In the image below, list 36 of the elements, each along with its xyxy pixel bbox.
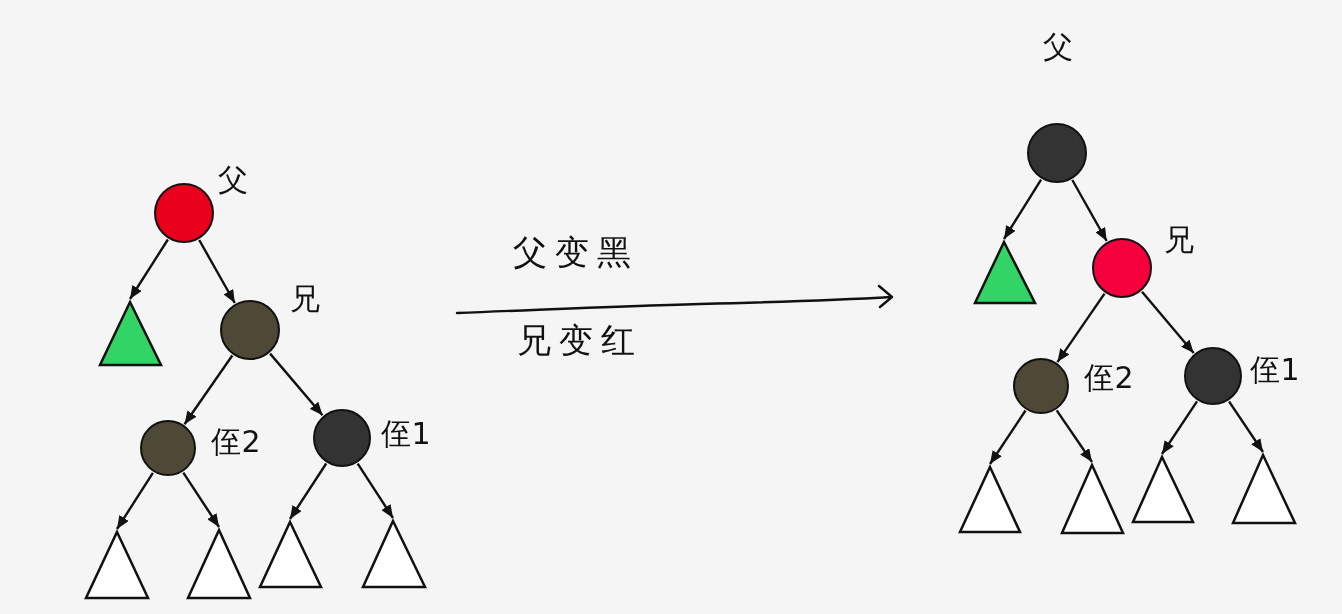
node-label: 父 <box>1043 32 1073 62</box>
subtree-triangle <box>184 526 254 602</box>
subtree-triangle <box>1058 461 1127 537</box>
arrow <box>1003 178 1043 240</box>
arrow <box>183 354 234 425</box>
arrow <box>1161 400 1198 455</box>
node-label: 兄 <box>1164 225 1194 255</box>
change-note: 兄变红 <box>517 323 643 357</box>
arrow <box>269 352 324 416</box>
arrow <box>1055 409 1093 463</box>
subtree-triangle <box>1229 451 1299 527</box>
arrow <box>1071 179 1108 242</box>
node-label: 侄2 <box>1084 363 1134 393</box>
node-label: 父 <box>218 165 248 195</box>
arrow <box>1228 400 1264 453</box>
subtree-triangle <box>359 517 429 591</box>
subtree-triangle <box>82 528 152 602</box>
arrow <box>356 462 394 519</box>
subtree-triangle <box>256 518 325 591</box>
subtree-triangle <box>956 463 1024 536</box>
arrow <box>1056 292 1106 363</box>
arrow <box>116 472 154 530</box>
arrow <box>289 462 328 520</box>
arrow <box>182 471 220 528</box>
node-label: 侄1 <box>381 419 431 449</box>
arrow <box>198 239 236 304</box>
arrow <box>1141 290 1195 354</box>
subtree-triangle <box>96 298 165 369</box>
node-label: 兄 <box>290 284 320 314</box>
subtree-triangle <box>971 238 1039 307</box>
node-label: 侄2 <box>211 427 261 457</box>
node-label: 侄1 <box>1250 355 1300 385</box>
arrow <box>989 409 1027 465</box>
arrow <box>129 238 169 300</box>
change-note: 父变黑 <box>513 235 639 269</box>
subtree-triangle <box>1129 453 1197 526</box>
